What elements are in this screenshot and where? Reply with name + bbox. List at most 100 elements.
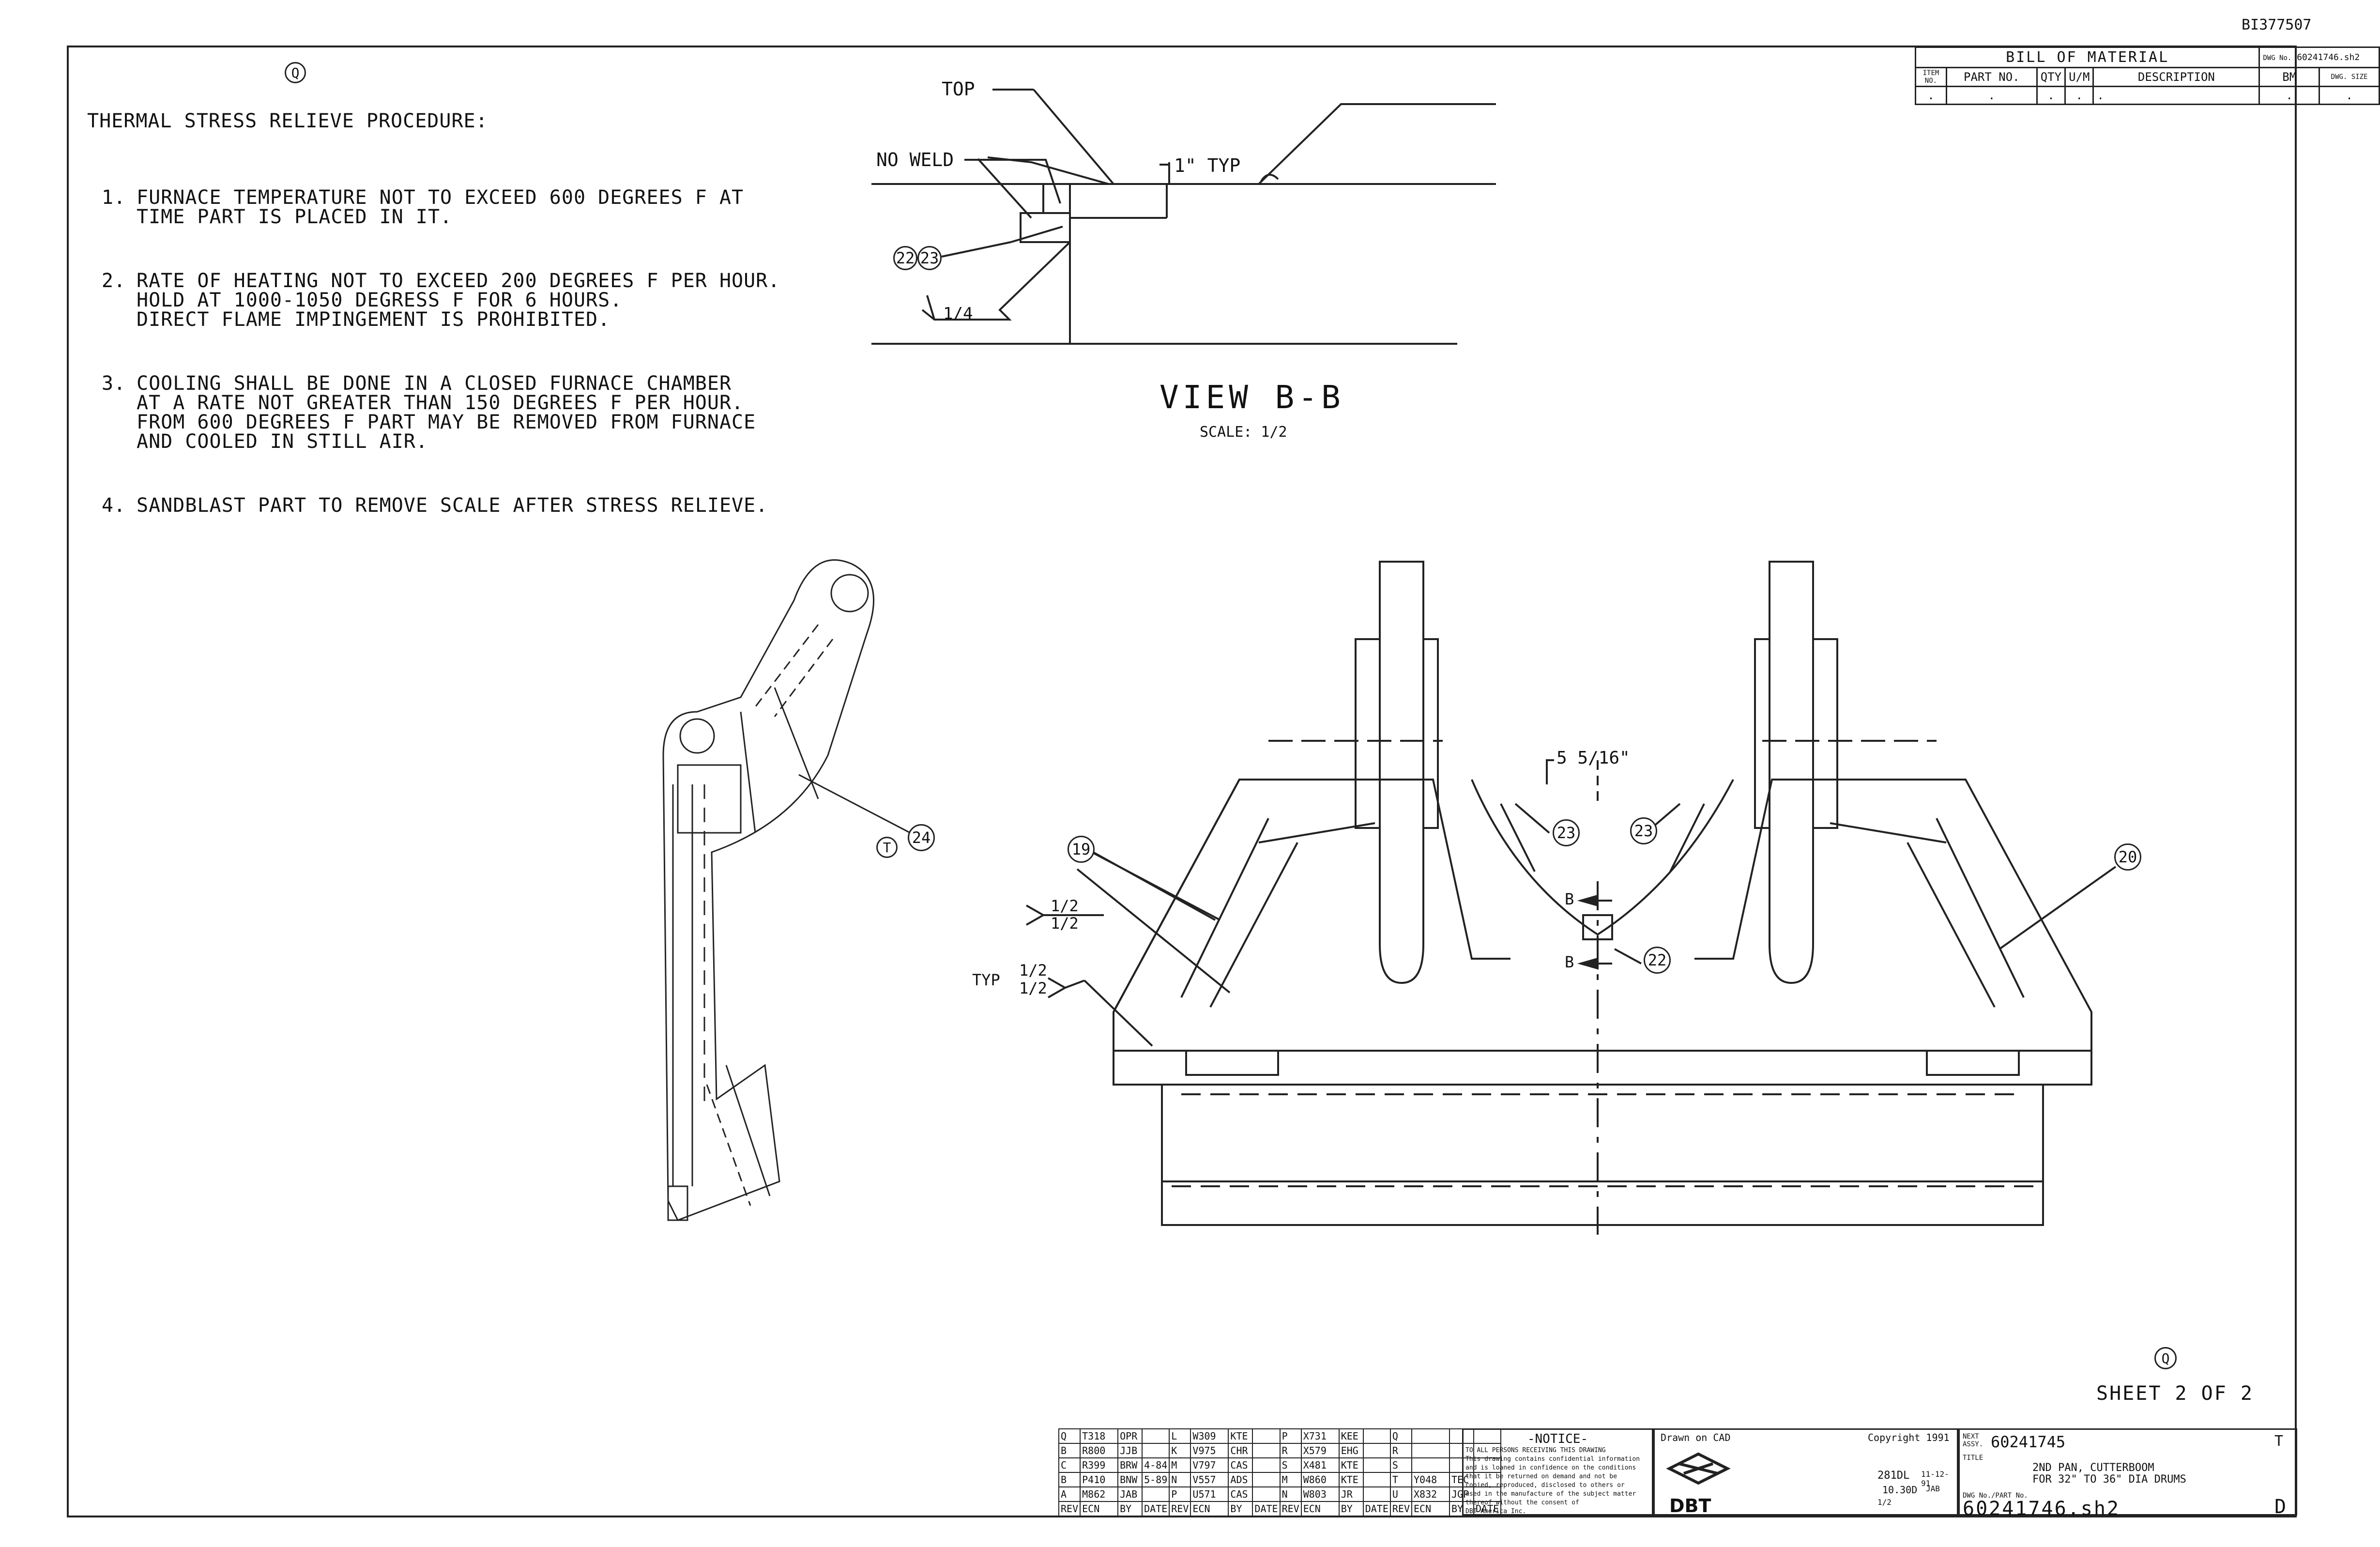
revision-cell: S: [1389, 1457, 1413, 1473]
revision-cell: [1252, 1457, 1281, 1473]
revision-cell: DATE: [1473, 1501, 1502, 1516]
revision-cell: [1449, 1443, 1475, 1458]
balloon-t: T: [876, 837, 898, 858]
balloon-23: 23: [1630, 817, 1657, 844]
revision-cell: KTE: [1338, 1472, 1364, 1487]
revision-cell: BNW: [1117, 1472, 1143, 1487]
revision-cell: W309: [1190, 1428, 1229, 1444]
side-view: [662, 559, 911, 1221]
revision-cell: X832: [1411, 1486, 1450, 1502]
typ-label: TYP: [972, 971, 1000, 989]
revision-cell: JAB: [1117, 1486, 1143, 1502]
revision-cell: [1252, 1472, 1281, 1487]
bill-of-material: BILL OF MATERIAL DWG No. 60241746.sh2 IT…: [1914, 46, 2380, 105]
revision-cell: REV: [1058, 1501, 1081, 1516]
revision-cell: P: [1169, 1486, 1191, 1502]
dbt-logo-text: DBT: [1669, 1495, 1711, 1516]
revision-cell: C: [1058, 1457, 1081, 1473]
revision-cell: ADS: [1228, 1472, 1253, 1487]
view-bb-detail: [871, 89, 1496, 345]
dbt-logo-icon: [1666, 1452, 1731, 1485]
revision-cell: 4-84: [1142, 1457, 1170, 1473]
revision-cell: V557: [1190, 1472, 1229, 1487]
revision-cell: [1362, 1457, 1391, 1473]
revision-cell: OPR: [1117, 1428, 1143, 1444]
revision-cell: Q: [1058, 1428, 1081, 1444]
next-assy: 60241745: [1991, 1433, 2066, 1451]
weld-size: 1/4: [943, 304, 973, 323]
revision-cell: M: [1279, 1472, 1302, 1487]
revision-cell: [1473, 1457, 1502, 1473]
notice-text: TO ALL PERSONS RECEIVING THIS DRAWING Th…: [1465, 1447, 1640, 1515]
view-scale: SCALE: 1/2: [1200, 424, 1287, 441]
revision-cell: B: [1058, 1443, 1081, 1458]
drawn-by: 281DL: [1877, 1470, 1910, 1482]
revision-cell: K: [1169, 1443, 1191, 1458]
revision-cell: X481: [1300, 1457, 1340, 1473]
revision-cell: R: [1389, 1443, 1413, 1458]
note-item: 2.RATE OF HEATING NOT TO EXCEED 200 DEGR…: [101, 270, 780, 331]
revision-cell: V797: [1190, 1457, 1229, 1473]
revision-cell: [1473, 1472, 1502, 1487]
revision-cell: BY: [1449, 1501, 1475, 1516]
title-block: NEXT ASSY. 60241745 T TITLE 2ND PAN, CUT…: [1958, 1428, 2297, 1520]
revision-cell: P410: [1080, 1472, 1119, 1487]
drawing-border: [67, 46, 2297, 1517]
revision-cell: W803: [1300, 1486, 1340, 1502]
revision-cell: [1362, 1428, 1391, 1444]
revision-cell: CAS: [1228, 1457, 1253, 1473]
revision-cell: [1362, 1443, 1391, 1458]
revision-cell: T: [1389, 1472, 1413, 1487]
drawing-number: 60241746.sh2: [1963, 1498, 2120, 1520]
sheet-size: D: [2274, 1496, 2287, 1518]
section-label: B: [1565, 890, 1574, 908]
notice-title: -NOTICE-: [1527, 1432, 1588, 1446]
revision-cell: N: [1279, 1486, 1302, 1502]
revision-cell: P: [1279, 1428, 1302, 1444]
note-item: 4.SANDBLAST PART TO REMOVE SCALE AFTER S…: [101, 494, 768, 517]
revision-cell: CAS: [1228, 1486, 1253, 1502]
typ-dimension: 1" TYP: [1174, 155, 1241, 176]
balloon-19: 19: [1068, 836, 1095, 863]
revision-cell: [1411, 1428, 1450, 1444]
balloon-24: 24: [908, 824, 935, 851]
revision-cell: X731: [1300, 1428, 1340, 1444]
revision-cell: [1411, 1457, 1450, 1473]
revision-cell: [1473, 1486, 1502, 1502]
revision-cell: BY: [1228, 1501, 1253, 1516]
revision-cell: DATE: [1142, 1501, 1170, 1516]
revision-cell: M862: [1080, 1486, 1119, 1502]
weld-fraction: 1/2: [1019, 979, 1047, 997]
revision-cell: DATE: [1252, 1501, 1281, 1516]
revision-cell: BY: [1117, 1501, 1143, 1516]
drawn-on-cad: Drawn on CAD: [1661, 1432, 1731, 1443]
revision-cell: REV: [1389, 1501, 1413, 1516]
revision-cell: JR: [1338, 1486, 1364, 1502]
revision-cell: ECN: [1300, 1501, 1340, 1516]
drawn-date: 11-12-91: [1921, 1470, 1949, 1488]
weld-fraction: 1/2: [1051, 897, 1079, 915]
bom-row: . . . . . . .: [1915, 86, 2380, 105]
checked-by: 10.30D: [1882, 1484, 1918, 1496]
cad-block: Drawn on CAD Copyright 1991 DBT 281DL 11…: [1653, 1428, 1958, 1516]
title-label: TITLE: [1963, 1454, 1983, 1462]
revision-cell: T318: [1080, 1428, 1119, 1444]
balloon-20: 20: [2114, 843, 2141, 871]
revision-cell: DATE: [1362, 1501, 1391, 1516]
revision-cell: [1473, 1443, 1502, 1458]
revision-cell: KEE: [1338, 1428, 1364, 1444]
revision-cell: R399: [1080, 1457, 1119, 1473]
revision-cell: KTE: [1338, 1457, 1364, 1473]
bom-dwg-no: DWG No. 60241746.sh2: [2258, 46, 2380, 68]
notes-title: THERMAL STRESS RELIEVE PROCEDURE:: [87, 110, 488, 132]
revision-cell: REV: [1279, 1501, 1302, 1516]
revision-cell: L: [1169, 1428, 1191, 1444]
revision-cell: Q: [1389, 1428, 1413, 1444]
note-item: 3.COOLING SHALL BE DONE IN A CLOSED FURN…: [101, 372, 756, 453]
type-code: T: [2274, 1433, 2284, 1450]
revision-cell: A: [1058, 1486, 1081, 1502]
section-label: B: [1565, 953, 1574, 971]
